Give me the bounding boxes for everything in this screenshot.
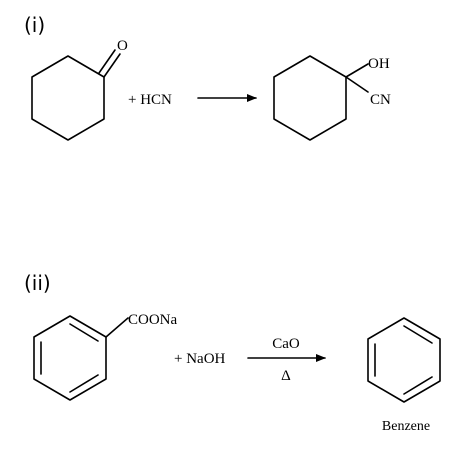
reaction-ii: (ii) COONa + NaOH CaO Δ Benzene (24, 271, 441, 434)
cyano-label: CN (370, 92, 391, 108)
cyclohexanone-structure (31, 49, 121, 141)
carbonyl-oxygen-label: O (117, 38, 128, 54)
sodium-benzoate-structure (33, 315, 129, 401)
reaction-i-label: (i) (24, 13, 45, 37)
reaction-ii-reagent: + NaOH (174, 351, 226, 367)
benzene-ring (33, 315, 107, 401)
hydroxyl-label: OH (368, 56, 390, 72)
cyanohydrin-structure (273, 55, 369, 141)
reaction-ii-catalyst: CaO (272, 336, 300, 352)
product-cyclohexane-ring (273, 55, 347, 141)
reaction-i: (i) O + HCN OH CN (24, 13, 391, 141)
reaction-i-reagent: + HCN (128, 92, 172, 108)
aromatic-double-bond-3 (69, 323, 99, 342)
aromatic-double-bond-2 (69, 374, 99, 393)
c-oh-bond (345, 63, 369, 78)
product-name-label: Benzene (382, 419, 430, 434)
c-cn-bond (345, 76, 369, 93)
product-double-bond-3 (403, 325, 433, 344)
carbonyl-bond (103, 53, 121, 78)
carbonyl-bond-double (98, 49, 116, 74)
reaction-ii-heat: Δ (281, 368, 291, 384)
benzene-structure (367, 317, 441, 403)
reaction-ii-label: (ii) (24, 271, 51, 295)
product-double-bond-2 (403, 376, 433, 395)
ring-carboxylate-bond (105, 317, 129, 338)
carboxylate-label: COONa (128, 312, 178, 328)
cyclohexane-ring (31, 55, 105, 141)
product-benzene-ring (367, 317, 441, 403)
